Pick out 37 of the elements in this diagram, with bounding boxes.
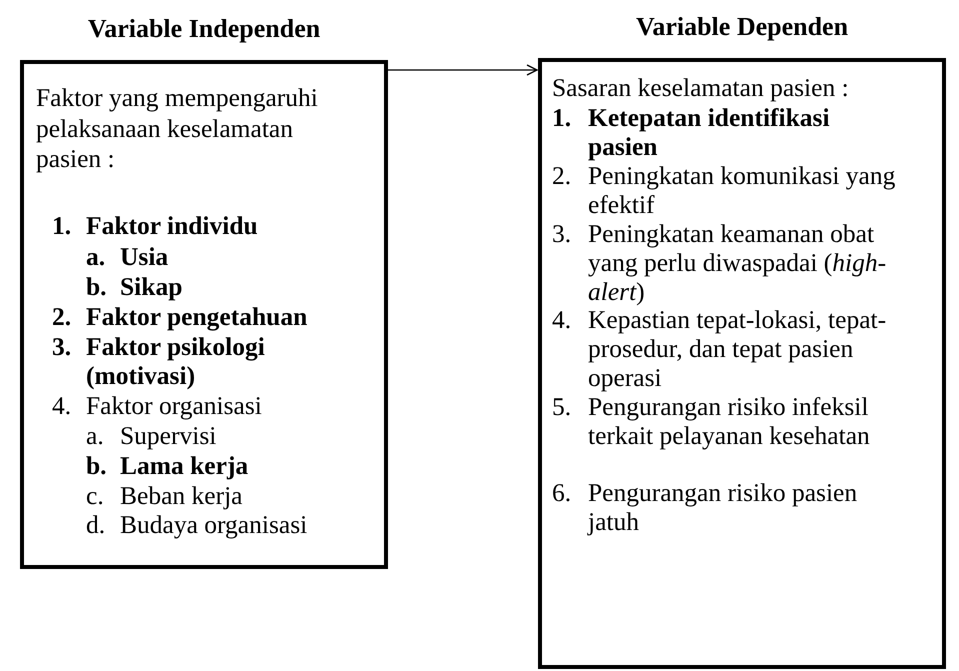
list-number: 2. xyxy=(52,302,72,331)
intro-text: Faktor yang mempengaruhi pelaksanaan keselamatan pasien : xyxy=(36,83,319,174)
list-number: 4. xyxy=(52,391,72,420)
list-number: b. xyxy=(86,451,107,480)
list-number: a. xyxy=(86,242,106,271)
list-number: a. xyxy=(86,421,104,450)
list-number: c. xyxy=(86,481,104,510)
list-number: d. xyxy=(86,510,106,539)
list-number: 1. xyxy=(52,211,72,240)
list-item: Faktor organisasi xyxy=(86,391,263,420)
intro-text: Sasaran keselamatan pasien : xyxy=(552,73,850,104)
list-number: 3. xyxy=(552,219,572,248)
list-item: Faktor pengetahuan xyxy=(86,302,308,331)
list-item: Budaya organisasi xyxy=(120,510,308,539)
list-number: 3. xyxy=(52,332,72,361)
list-item: Pengurangan risiko infeksil terkait pelayanan kesehatan xyxy=(588,392,871,450)
list-item: Faktor psikologi (motivasi) xyxy=(86,332,266,390)
list-item: Lama kerja xyxy=(120,451,250,480)
list-number: 2. xyxy=(552,161,572,190)
list-item: Usia xyxy=(120,242,170,271)
list-item: Supervisi xyxy=(120,421,218,450)
list-number: 4. xyxy=(552,305,572,334)
list-item: Faktor individu xyxy=(86,211,259,240)
list-item: Peningkatan komunikasi yang efektif xyxy=(588,161,896,219)
list-item: Kepastian tepat-lokasi, tepat-prosedur, dan tepat pasien operasi xyxy=(588,305,888,392)
column-heading: Variable Independen xyxy=(86,14,322,44)
arrow xyxy=(388,64,538,76)
column-heading: Variable Dependen xyxy=(634,12,850,42)
list-item: Sikap xyxy=(120,272,184,301)
list-number: 6. xyxy=(552,478,572,507)
list-item: Ketepatan identifikasi pasien xyxy=(588,103,831,161)
list-item: Pengurangan risiko pasien jatuh xyxy=(588,478,858,536)
list-number: 1. xyxy=(552,103,572,132)
list-item: Beban kerja xyxy=(120,481,244,510)
list-item: Peningkatan keamanan obat yang perlu diwaspadai (high-alert) xyxy=(588,219,888,306)
list-number: 5. xyxy=(552,392,572,421)
list-number: b. xyxy=(86,272,107,301)
